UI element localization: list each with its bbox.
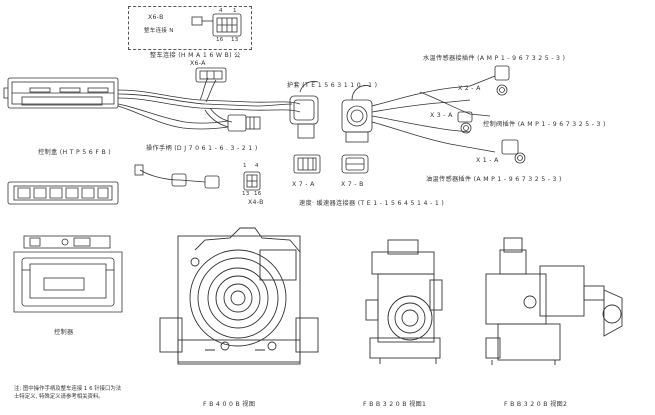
x6b-connector-shape: [212, 13, 242, 37]
x4a-pin-16: 16: [254, 191, 262, 197]
sheath-label: 护套 (T E 1 5 6 3 1 1 0 - 1 ): [287, 82, 378, 89]
x6b-pin-1: 1: [233, 8, 237, 14]
fbb320b-view2-shape: [485, 237, 623, 365]
view-fbb320b-2-label: F B B 3 2 0 B 视图2: [504, 401, 568, 408]
water-temp-sensor-label: 水温传感器接插件 (A M P 1 - 9 6 7 3 2 5 - 3 ): [423, 55, 566, 62]
controller-side-shape: [7, 181, 119, 205]
x6b-pin-13: 13: [231, 37, 239, 43]
controller-label: 控制器: [54, 329, 74, 336]
footnote: 注: 图中操作手柄及整车连接 1 6 针接口为法士特定义, 特殊定义请参考相关资…: [14, 386, 122, 400]
x6a-connector-shape: [195, 67, 227, 83]
x7a-connector-shape: [293, 154, 321, 174]
x4b-connector-shape: [243, 171, 261, 191]
x4a-pin-1: 1: [243, 163, 247, 169]
handle-connector-label: 操作手柄 (D J 7 0 6 1 - 6 . 3 - 2 1 ): [146, 145, 258, 152]
x6b-desc: 整车连接 N: [144, 28, 174, 34]
x6a-label: X6-A: [190, 60, 206, 67]
x4b-label: X4-B: [248, 199, 264, 206]
x6b-pin-4: 4: [219, 8, 223, 14]
x7b-label: X 7 - B: [341, 181, 364, 188]
x2a-label: X 2 - A: [458, 85, 481, 92]
x7a-label: X 7 - A: [292, 181, 315, 188]
x6b-dashed-box: [128, 6, 252, 50]
control-valve-label: 控制阀插件 (A M P 1 - 9 6 7 3 2 5 - 3 ): [483, 121, 606, 128]
x6b-label: X6-B: [148, 14, 164, 21]
x4a-pin-4: 4: [255, 163, 259, 169]
x3a-sensor-shape: [457, 111, 473, 134]
x7b-connector-shape: [341, 154, 369, 174]
fbb320b-view1-shape: [365, 239, 443, 364]
x4a-pin-13: 13: [242, 191, 250, 197]
view-fbb320b-1-label: F B B 3 2 0 B 视图1: [363, 401, 427, 408]
oil-temp-sensor-label: 油温传感器插件 (A M P 1 - 9 6 7 3 2 5 - 3 ): [426, 176, 562, 183]
controller-box-shape: [3, 77, 119, 109]
x6b-pin-16: 16: [216, 37, 224, 43]
x3a-label: X 3 - A: [430, 112, 453, 119]
handle-connector-shape: [227, 114, 247, 132]
round-connector-shape: [341, 99, 373, 133]
view-fb400b-label: F B 4 0 0 B 视图: [203, 401, 256, 408]
controller-shape: [13, 235, 123, 313]
vehicle-connector-label: 整车连接 (H M A 1 6 W B) 公: [150, 52, 241, 59]
controller-box-label: 控制盒 (H T P 5 6 F B ): [38, 149, 111, 156]
fb400b-view-shape: [159, 227, 319, 365]
x2a-sensor-shape: [469, 65, 510, 96]
speed-sensor-connector-label: 速度· 缓速器连接器 (T E 1 - 1 5 6 4 5 1 4 - 1 ): [299, 200, 445, 207]
x1a-label: X 1 - A: [476, 157, 499, 164]
x1a-sensor-shape: [501, 139, 526, 164]
